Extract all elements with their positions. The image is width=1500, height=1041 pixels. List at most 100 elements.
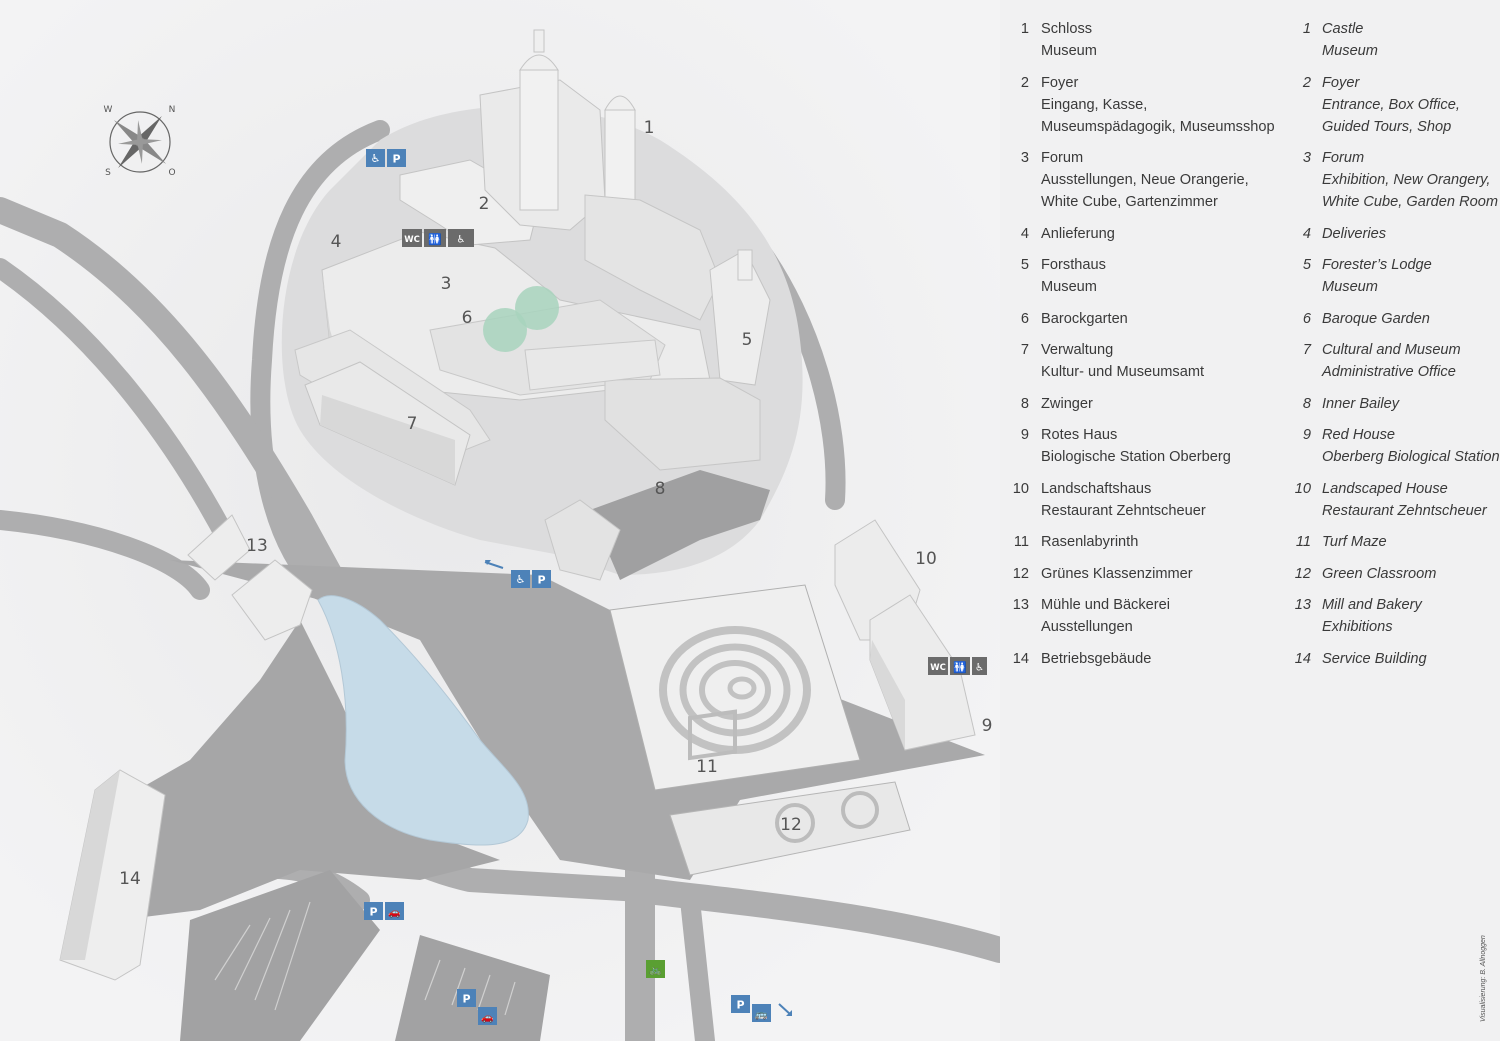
legend-item-de-14: 14 Betriebsgebäude <box>1012 648 1290 670</box>
map-numbers: 1 2 3 4 5 6 7 8 9 10 11 12 13 14 <box>119 118 992 889</box>
legend-subtitle: Biologische Station Oberberg <box>1041 449 1231 465</box>
legend-title: Barockgarten <box>1041 310 1128 327</box>
legend-number: 13 <box>1012 597 1029 613</box>
legend-title: Forum <box>1041 150 1084 166</box>
legend-subtitle: Museum <box>1322 279 1378 295</box>
legend-text: Anlieferung <box>1041 223 1115 245</box>
map-label-10: 10 <box>915 549 937 569</box>
legend-subtitle: Restaurant Zehntscheuer <box>1041 502 1206 519</box>
legend-subtitle: Entrance, Box Office, <box>1322 96 1460 113</box>
wc-facilities-house: WC 🚻 ♿ <box>928 657 987 675</box>
legend-text: Barockgarten <box>1041 308 1128 330</box>
legend-text: Deliveries <box>1322 223 1386 245</box>
legend-text: Service Building <box>1322 648 1427 670</box>
legend-title: Rasenlabyrinth <box>1041 534 1139 550</box>
service-icons: ♿ P WC 🚻 ♿ ♿ P WC 🚻 ♿ P 🚗 P 🚗 🚲 <box>364 149 987 1025</box>
map-label-4: 4 <box>331 232 342 252</box>
green-classroom <box>669 709 911 876</box>
parking-icon: P <box>392 153 400 166</box>
legend-number: 8 <box>1020 395 1029 412</box>
legend-item-en-14: 14 Service Building <box>1294 648 1498 670</box>
legend-number: 4 <box>1020 225 1029 242</box>
credit-text: Visualisierung: B. Allnoggen <box>1480 935 1487 1022</box>
legend-title: Turf Maze <box>1322 534 1387 550</box>
legend-title: Betriebsgebäude <box>1041 650 1152 667</box>
parking-icon: P <box>369 906 377 919</box>
bike-station: 🚲 <box>646 960 665 978</box>
legend-item-de-11: 11 Rasenlabyrinth <box>1012 531 1290 553</box>
legend-title: Baroque Garden <box>1322 310 1430 327</box>
legend-number: 14 <box>1294 650 1311 667</box>
legend-title: Rotes Haus <box>1041 427 1118 443</box>
legend-title: Foyer <box>1322 74 1360 91</box>
site-map: W N S O 1 2 3 4 5 6 7 8 9 10 11 12 13 14… <box>0 0 1000 1041</box>
pond <box>317 595 529 846</box>
legend-number: 9 <box>1302 427 1311 443</box>
map-label-8: 8 <box>655 479 666 499</box>
compass-w: W <box>104 105 113 115</box>
legend-number: 10 <box>1012 480 1029 497</box>
restroom-icon: 🚻 <box>953 661 967 674</box>
legend-subtitle: Restaurant Zehntscheuer <box>1322 502 1487 519</box>
legend-number: 4 <box>1302 225 1311 242</box>
forecourt <box>170 560 985 880</box>
wheelchair-icon: ♿ <box>371 152 381 165</box>
legend-item-en-12: 12 Green Classroom <box>1294 563 1498 585</box>
wheelchair-icon: ♿ <box>975 663 984 674</box>
legend-title: Zwinger <box>1041 395 1093 412</box>
legend-subtitle: Exhibitions <box>1322 619 1393 635</box>
legend-text: Rasenlabyrinth <box>1041 531 1138 553</box>
wheelchair-icon: ♿ <box>516 573 526 586</box>
legend-title: Castle <box>1322 21 1364 37</box>
compass-n: N <box>169 105 176 115</box>
legend-number: 6 <box>1020 310 1029 327</box>
bus-parking: P 🚌 <box>731 995 792 1022</box>
legend-subtitle: White Cube, Garden Room <box>1322 194 1499 210</box>
map-label-6: 6 <box>462 308 473 328</box>
map-label-3: 3 <box>441 274 452 294</box>
restroom-icon: 🚻 <box>428 233 442 246</box>
legend-text: Grünes Klassenzimmer <box>1041 563 1193 585</box>
legend-number: 14 <box>1012 650 1029 667</box>
wc-icon: WC <box>930 663 946 673</box>
map-label-14: 14 <box>119 869 141 889</box>
legend-title: Green Classroom <box>1322 565 1437 582</box>
parking-icon: P <box>462 993 470 1006</box>
legend-number: 11 <box>1013 534 1029 550</box>
car-icon: 🚗 <box>481 1013 493 1024</box>
legend-text: Turf Maze <box>1322 531 1387 553</box>
map-label-11: 11 <box>696 757 718 777</box>
legend-title: Mühle und Bäckerei <box>1041 597 1170 613</box>
legend-item-de-8: 8 Zwinger <box>1012 393 1290 415</box>
legend-title: Verwaltung <box>1041 342 1114 358</box>
legend-item-en-4: 4 Deliveries <box>1294 223 1498 245</box>
legend-title: Anlieferung <box>1041 225 1115 242</box>
legend-item-de-4: 4 Anlieferung <box>1012 223 1290 245</box>
legend-title: Red House <box>1322 427 1396 443</box>
legend-text: Zwinger <box>1041 393 1093 415</box>
legend-title: Foyer <box>1041 74 1079 91</box>
legend-number: 2 <box>1302 74 1311 91</box>
legend-number: 12 <box>1294 565 1311 582</box>
